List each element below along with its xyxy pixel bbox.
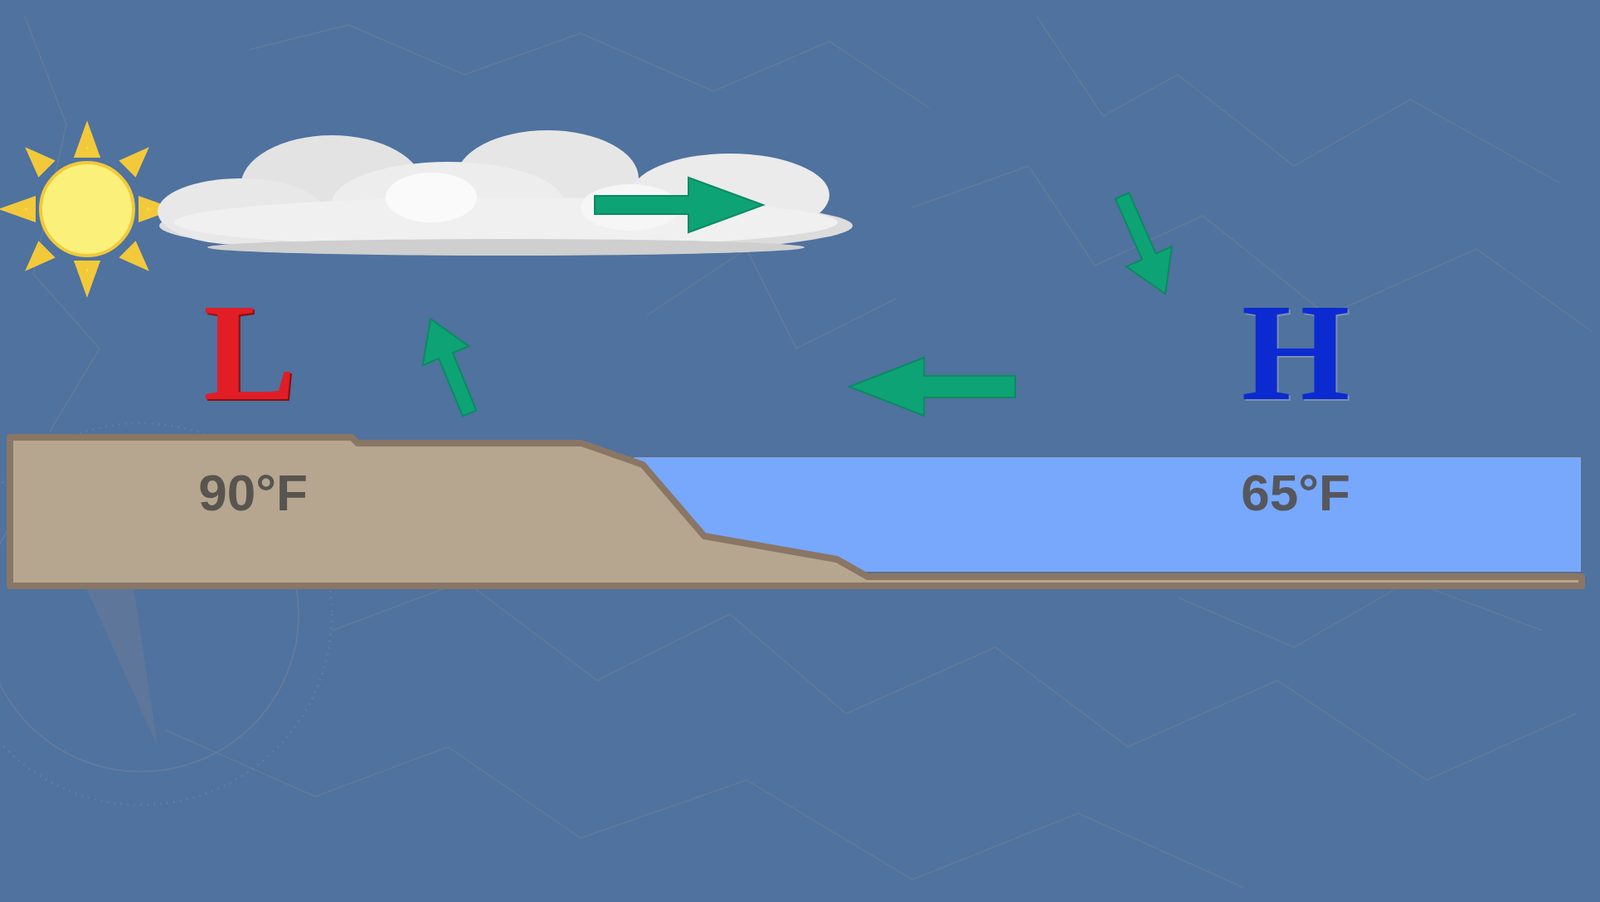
low-pressure-symbol: L: [203, 282, 297, 422]
sinking-air-arrow: [1099, 185, 1189, 304]
upper-flow-arrow: [594, 177, 764, 233]
land-profile: [9, 437, 1582, 586]
high-pressure-symbol: H: [1241, 282, 1351, 422]
wind-arrows: [407, 177, 1188, 423]
sun-icon: [10, 132, 164, 286]
cloud-shape: [157, 130, 853, 256]
land-temperature: 90°F: [198, 466, 308, 519]
rising-air-arrow: [407, 309, 492, 424]
sea-temperature: 65°F: [1240, 466, 1351, 519]
sea-breeze-arrow: [849, 357, 1016, 416]
